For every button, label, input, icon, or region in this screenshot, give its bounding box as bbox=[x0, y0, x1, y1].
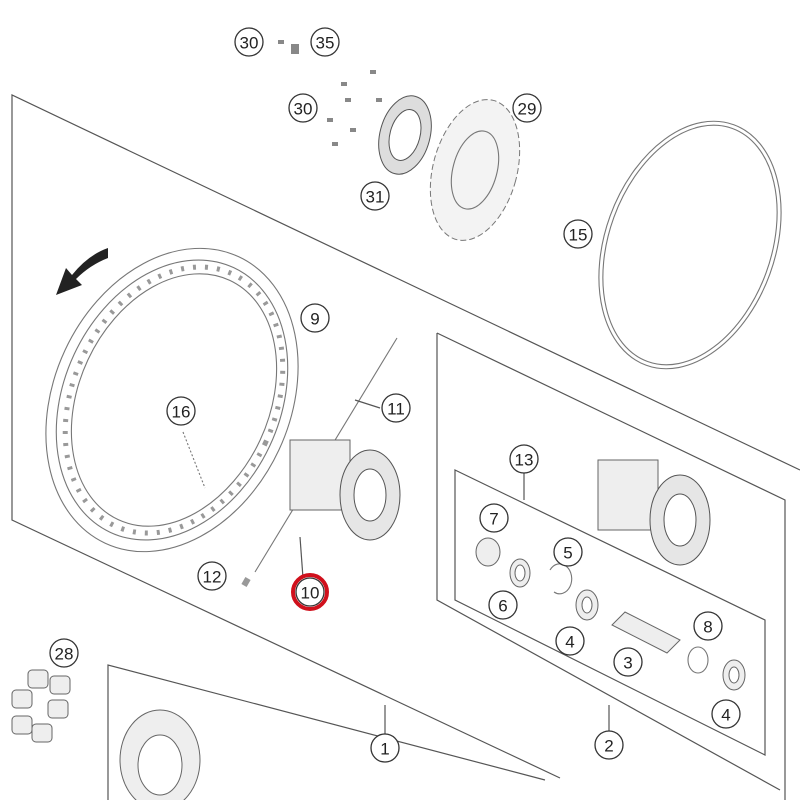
callout-circle bbox=[613, 647, 643, 677]
callout-label: 30 bbox=[294, 100, 313, 119]
callout-3[interactable]: 3 bbox=[613, 647, 643, 677]
callout-9[interactable]: 9 bbox=[300, 303, 330, 333]
callout-29[interactable]: 29 bbox=[512, 93, 542, 123]
damper-rubbers-part bbox=[11, 669, 71, 743]
callout-circle bbox=[370, 733, 400, 763]
lower-hub-part bbox=[119, 709, 201, 800]
callout-label: 6 bbox=[498, 597, 507, 616]
callout-13[interactable]: 13 bbox=[509, 444, 539, 474]
rim-band-part bbox=[598, 120, 782, 370]
callout-4[interactable]: 4 bbox=[555, 626, 585, 656]
callout-5[interactable]: 5 bbox=[553, 537, 583, 567]
highlight-ring bbox=[291, 573, 329, 611]
callout-circle bbox=[553, 537, 583, 567]
rotation-arrow-icon bbox=[56, 248, 108, 295]
callout-label: 4 bbox=[721, 706, 730, 725]
callout-circle bbox=[711, 699, 741, 729]
callout-label: 9 bbox=[310, 310, 319, 329]
callout-10[interactable]: 10 bbox=[291, 573, 329, 611]
callout-circle bbox=[49, 638, 79, 668]
callout-circle bbox=[310, 27, 340, 57]
callout-6[interactable]: 6 bbox=[488, 590, 518, 620]
callout-circle bbox=[512, 93, 542, 123]
callout-label: 3 bbox=[623, 654, 632, 673]
callout-circle bbox=[360, 181, 390, 211]
callout-label: 30 bbox=[240, 34, 259, 53]
callout-31[interactable]: 31 bbox=[360, 181, 390, 211]
callout-circle bbox=[381, 393, 411, 423]
panel-outlines bbox=[11, 94, 800, 800]
rim-part bbox=[45, 247, 299, 553]
callout-label: 28 bbox=[55, 645, 74, 664]
callout-circle bbox=[479, 503, 509, 533]
callout-label: 1 bbox=[380, 740, 389, 759]
callout-label: 4 bbox=[565, 633, 574, 652]
callout-circle bbox=[300, 303, 330, 333]
callout-label: 7 bbox=[489, 510, 498, 529]
callout-label: 16 bbox=[172, 403, 191, 422]
callout-label: 11 bbox=[387, 400, 405, 419]
callout-circle bbox=[693, 611, 723, 641]
callout-circle bbox=[288, 93, 318, 123]
callout-11[interactable]: 11 bbox=[381, 393, 411, 423]
callout-16[interactable]: 16 bbox=[166, 396, 196, 426]
hub-assembly-part bbox=[597, 459, 711, 566]
callout-label: 2 bbox=[604, 737, 613, 756]
callout-12[interactable]: 12 bbox=[197, 561, 227, 591]
bolts-part bbox=[278, 40, 382, 146]
leader-lines bbox=[299, 399, 610, 734]
callout-2[interactable]: 2 bbox=[594, 730, 624, 760]
callout-label: 5 bbox=[563, 544, 572, 563]
callout-label: 8 bbox=[703, 618, 712, 637]
callout-label: 12 bbox=[203, 568, 222, 587]
callout-label: 13 bbox=[515, 451, 534, 470]
callout-circle bbox=[563, 219, 593, 249]
bearing-parts bbox=[475, 537, 746, 691]
callout-15[interactable]: 15 bbox=[563, 219, 593, 249]
callout-label: 35 bbox=[316, 34, 335, 53]
brake-disc-part bbox=[429, 99, 521, 241]
callout-30[interactable]: 30 bbox=[234, 27, 264, 57]
callout-7[interactable]: 7 bbox=[479, 503, 509, 533]
hub-part bbox=[289, 439, 401, 541]
callout-30[interactable]: 30 bbox=[288, 93, 318, 123]
disc-carrier-part bbox=[378, 95, 432, 175]
callout-circle bbox=[166, 396, 196, 426]
callout-4[interactable]: 4 bbox=[711, 699, 741, 729]
callout-label: 31 bbox=[366, 188, 385, 207]
callout-circle bbox=[555, 626, 585, 656]
callout-circle bbox=[509, 444, 539, 474]
callout-circle bbox=[295, 577, 325, 607]
callout-label: 29 bbox=[518, 100, 537, 119]
callout-circle bbox=[234, 27, 264, 57]
callout-label: 15 bbox=[569, 226, 588, 245]
callout-1[interactable]: 1 bbox=[370, 733, 400, 763]
callout-circle bbox=[197, 561, 227, 591]
callout-circle bbox=[488, 590, 518, 620]
callout-28[interactable]: 28 bbox=[49, 638, 79, 668]
callout-label: 10 bbox=[301, 584, 320, 603]
callout-circle bbox=[594, 730, 624, 760]
callout-35[interactable]: 35 bbox=[310, 27, 340, 57]
callout-8[interactable]: 8 bbox=[693, 611, 723, 641]
